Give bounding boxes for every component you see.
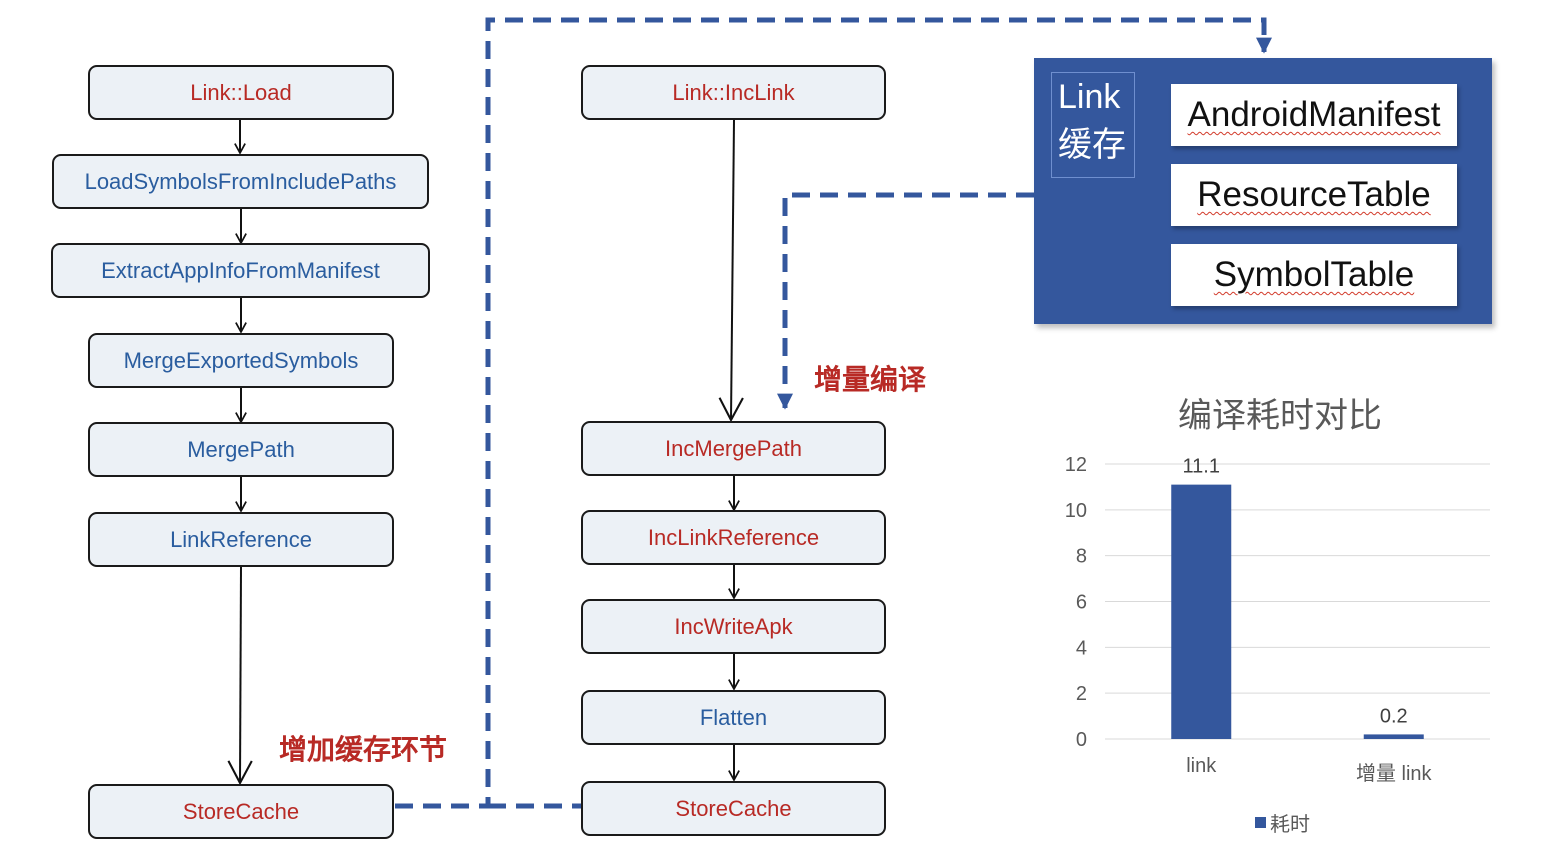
cache-item-label: SymbolTable bbox=[1213, 255, 1415, 294]
bar-data-label: 11.1 bbox=[1183, 456, 1220, 478]
cache-item-android-manifest: AndroidManifest bbox=[1171, 84, 1457, 146]
link-cache-label-line2: 缓存 bbox=[1058, 126, 1126, 164]
y-tick-label: 10 bbox=[1065, 500, 1087, 522]
node-load-symbols-from-include-paths: LoadSymbolsFromIncludePaths bbox=[52, 154, 429, 209]
legend-swatch bbox=[1255, 817, 1266, 828]
x-category-label: 增量 link bbox=[1356, 762, 1433, 785]
arrow-linkreference-to-storecache bbox=[227, 566, 253, 786]
chart-legend: 耗时 bbox=[1255, 808, 1310, 837]
link-cache-label-line1: Link bbox=[1058, 78, 1121, 116]
note-add-cache-step: 增加缓存环节 bbox=[279, 734, 448, 765]
y-tick-label: 4 bbox=[1076, 637, 1087, 659]
node-merge-exported-symbols: MergeExportedSymbols bbox=[88, 333, 394, 388]
cache-item-resource-table: ResourceTable bbox=[1171, 164, 1457, 226]
bar-data-label: 0.2 bbox=[1380, 705, 1408, 727]
note-incremental-compile: 增量编译 bbox=[814, 364, 927, 395]
x-category-label: link bbox=[1186, 755, 1217, 777]
legend-label: 耗时 bbox=[1270, 814, 1310, 836]
link-cache-label: Link 缓存 bbox=[1051, 72, 1135, 178]
node-link-load: Link::Load bbox=[88, 65, 394, 120]
cache-item-symbol-table: SymbolTable bbox=[1171, 244, 1457, 306]
y-tick-label: 6 bbox=[1076, 592, 1087, 614]
node-merge-path: MergePath bbox=[88, 422, 394, 477]
y-tick-label: 0 bbox=[1076, 729, 1087, 751]
bar bbox=[1171, 484, 1232, 739]
node-inc-merge-path: IncMergePath bbox=[581, 421, 886, 476]
chart-title: 编译耗时对比 bbox=[1178, 397, 1382, 435]
bar bbox=[1363, 734, 1424, 739]
node-store-cache-right: StoreCache bbox=[581, 781, 886, 836]
node-inc-link-reference: IncLinkReference bbox=[581, 510, 886, 565]
dashed-link-storecache-to-cache bbox=[395, 17, 1272, 809]
y-tick-label: 2 bbox=[1076, 683, 1087, 705]
node-extract-app-info-from-manifest: ExtractAppInfoFromManifest bbox=[51, 243, 430, 298]
node-flatten: Flatten bbox=[581, 690, 886, 745]
cache-item-label: ResourceTable bbox=[1197, 175, 1431, 214]
node-inc-write-apk: IncWriteApk bbox=[581, 599, 886, 654]
node-store-cache-left: StoreCache bbox=[88, 784, 394, 839]
arrow-inclink-to-incmergepath bbox=[718, 119, 744, 423]
node-link-reference: LinkReference bbox=[88, 512, 394, 567]
y-tick-label: 8 bbox=[1076, 546, 1087, 568]
y-tick-label: 12 bbox=[1065, 454, 1087, 476]
node-link-inclink: Link::IncLink bbox=[581, 65, 886, 120]
cache-item-label: AndroidManifest bbox=[1187, 95, 1441, 134]
